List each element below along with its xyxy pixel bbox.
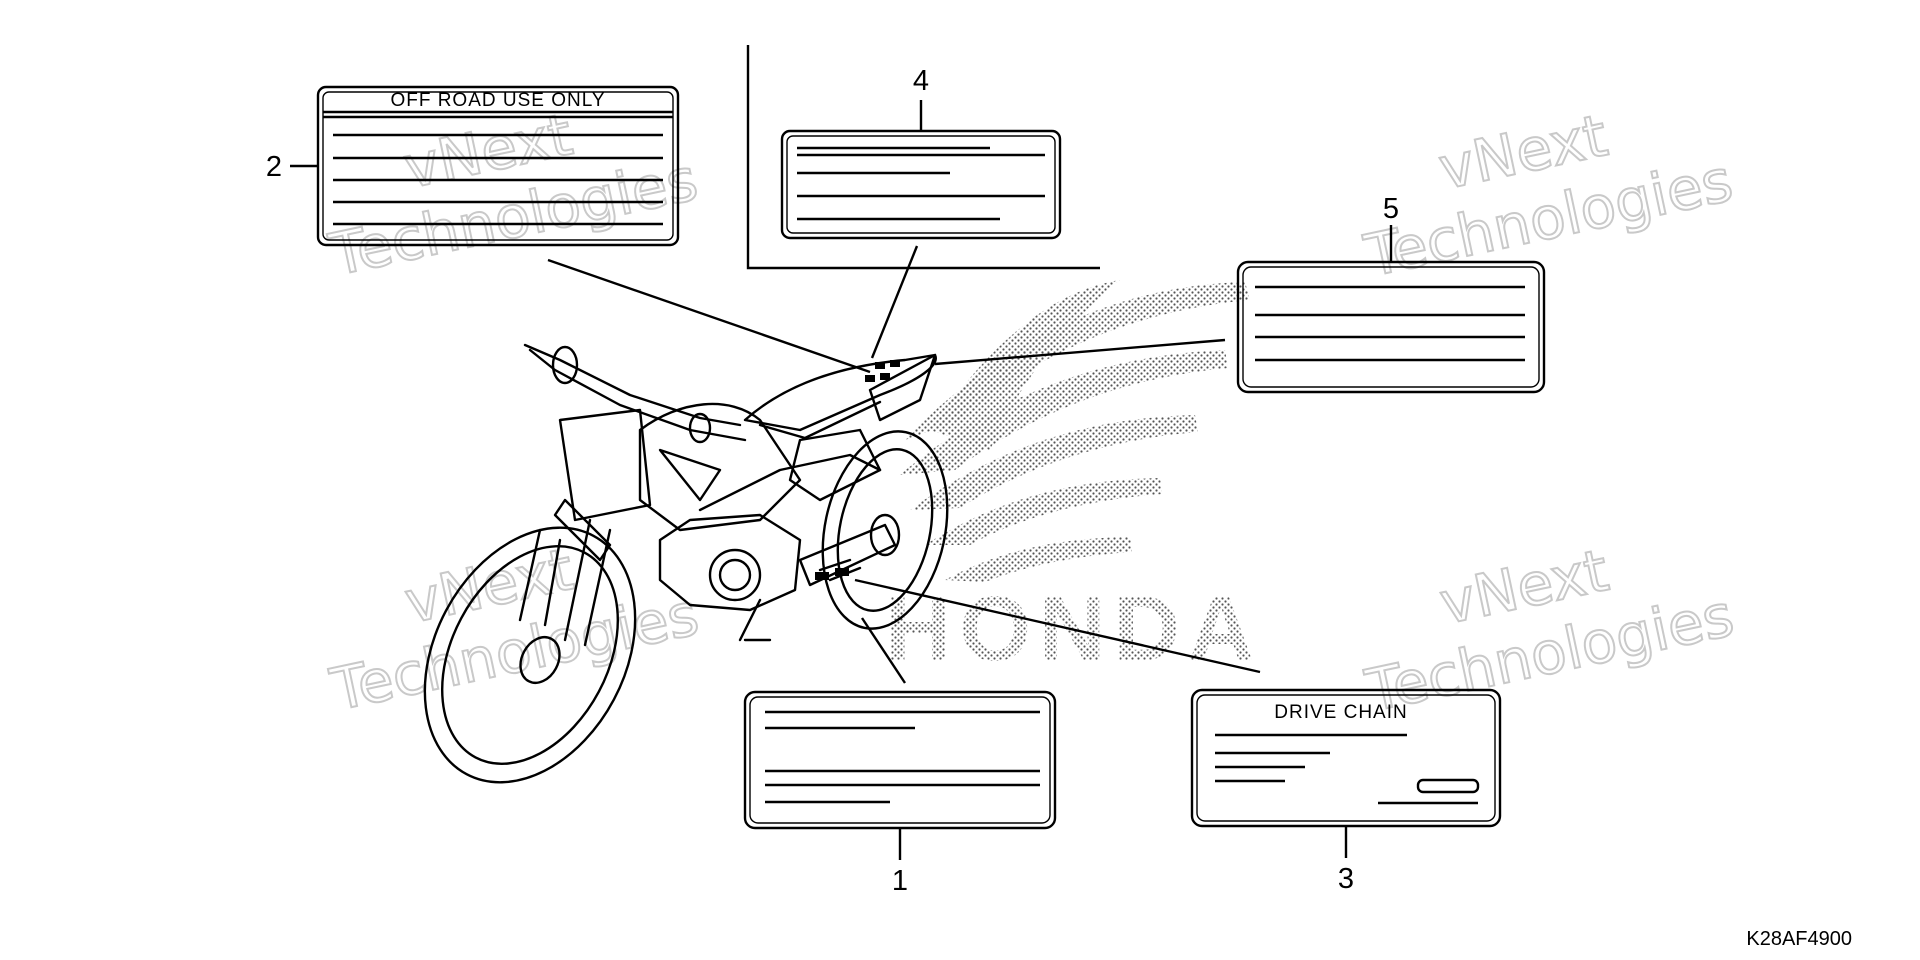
- leader-lines: [547, 45, 1261, 684]
- label-4: [780, 129, 1062, 240]
- label-3-title: DRIVE CHAIN: [1274, 702, 1407, 723]
- leader-line-1: [860, 617, 907, 684]
- motorcycle-illustration: [423, 343, 949, 784]
- part-code: K28AF4900: [1746, 928, 1852, 950]
- callout-1: 1: [892, 865, 908, 897]
- honda-wing-logo: HONDA: [885, 280, 1254, 680]
- leader-line-3: [854, 578, 1261, 674]
- label-5: [1236, 260, 1546, 394]
- watermark-bottom-right: vNext Technologies: [1359, 535, 1741, 726]
- watermark-top-right: vNext Technologies: [1358, 100, 1740, 291]
- callout-2: 2: [266, 151, 282, 183]
- callout-5: 5: [1383, 193, 1399, 225]
- label-1: [743, 690, 1057, 830]
- callouts: [290, 100, 1393, 860]
- leader-line-2: [547, 258, 871, 374]
- inset-frame: [746, 45, 1100, 270]
- leader-line-4: [870, 245, 919, 359]
- callout-3: 3: [1338, 863, 1354, 895]
- leader-line-5: [934, 338, 1226, 366]
- callout-4: 4: [913, 65, 929, 97]
- label-2-title: OFF ROAD USE ONLY: [390, 90, 605, 111]
